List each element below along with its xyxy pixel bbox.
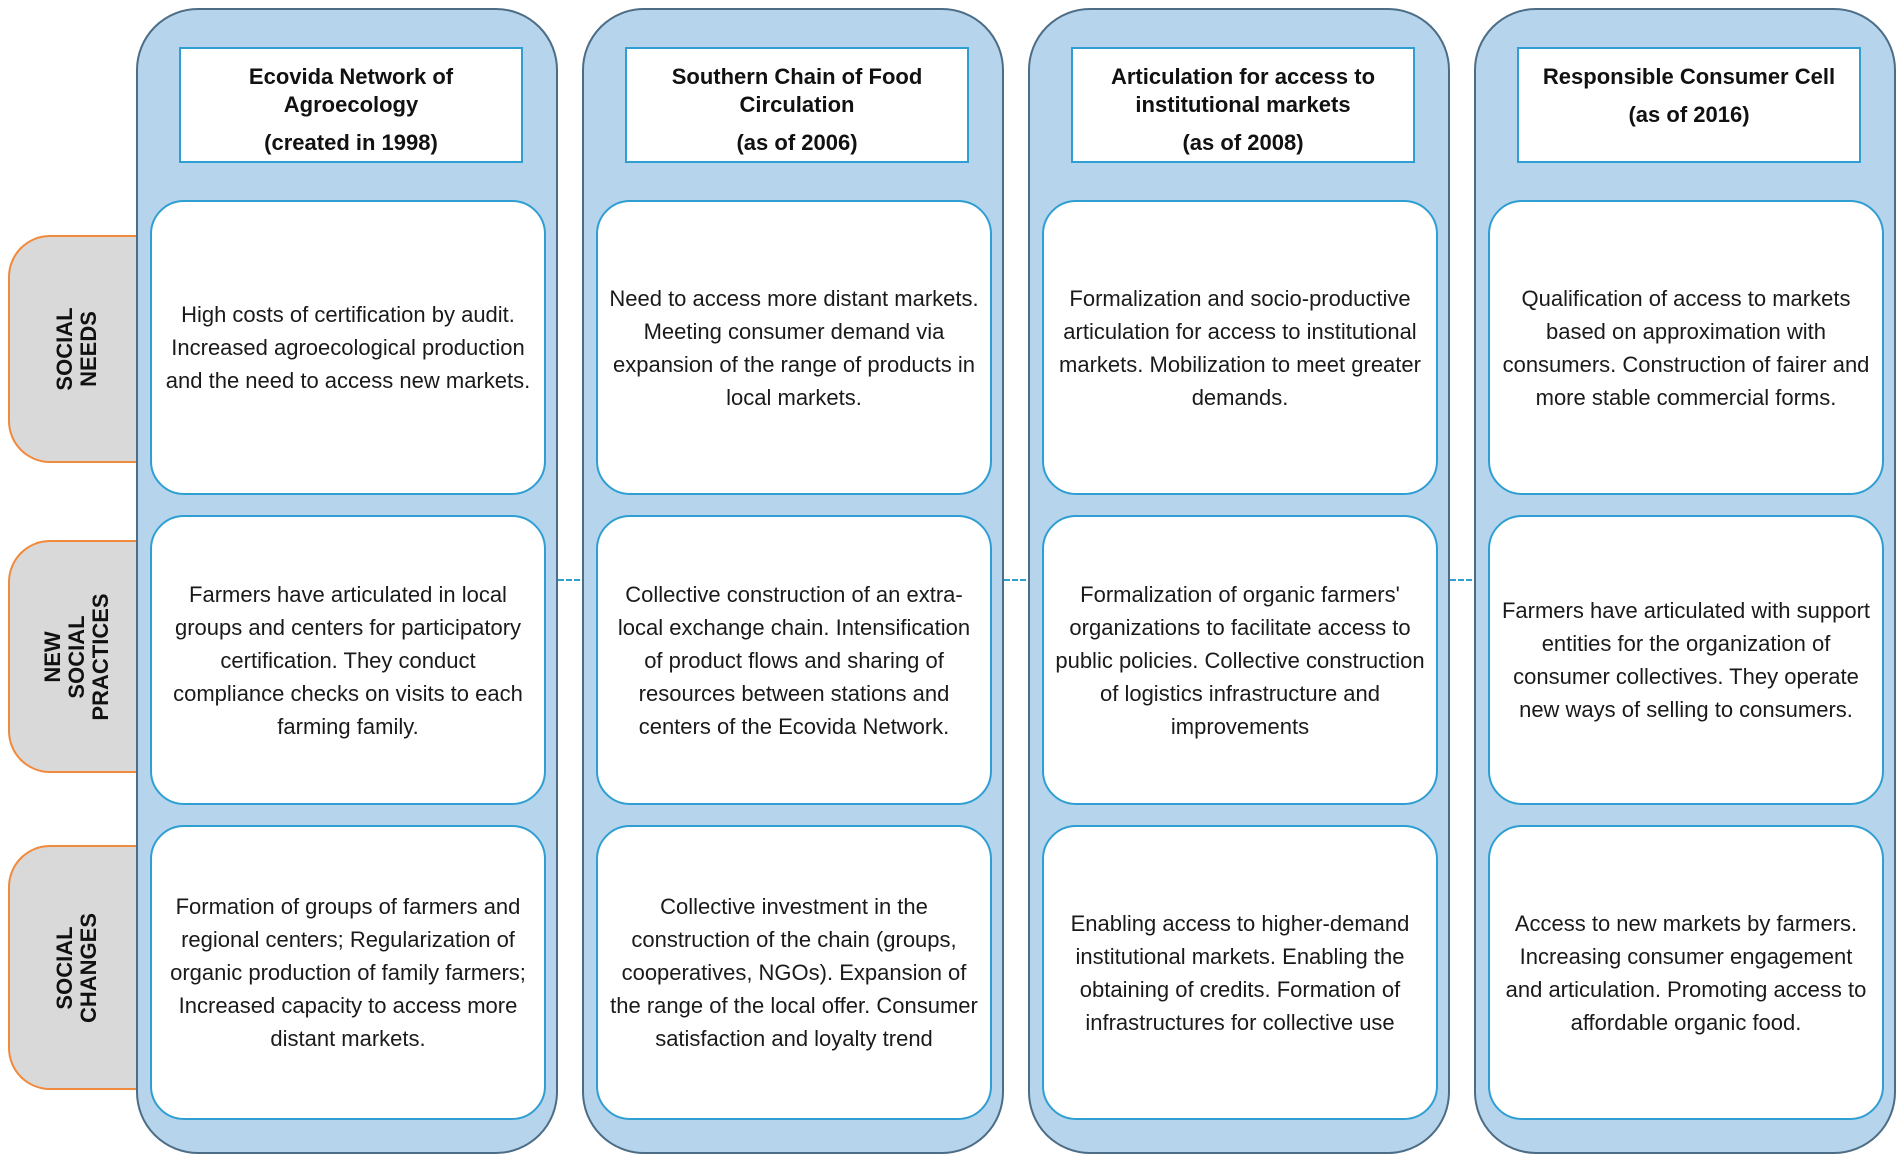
column-header: Articulation for access to institutional…: [1071, 47, 1415, 163]
column-title: Articulation for access to institutional…: [1110, 64, 1376, 117]
row-label-social-changes: SOCIAL CHANGES: [8, 845, 143, 1090]
cell-new-social-practices: Farmers have articulated in local groups…: [150, 515, 546, 805]
column-responsible-consumer-cell: Responsible Consumer Cell (as of 2016) Q…: [1474, 8, 1896, 1154]
column-title: Ecovida Network of Agroecology: [248, 64, 454, 117]
cell-social-changes: Access to new markets by farmers. Increa…: [1488, 825, 1884, 1120]
cell-social-needs: Need to access more distant markets. Mee…: [596, 200, 992, 495]
cell-social-needs: Formalization and socio-productive artic…: [1042, 200, 1438, 495]
row-label-text: SOCIAL CHANGES: [51, 912, 101, 1023]
column-connector: [1450, 579, 1480, 581]
column-institutional-markets: Articulation for access to institutional…: [1028, 8, 1450, 1154]
column-date: (as of 2008): [1182, 130, 1304, 155]
column-header: Southern Chain of Food Circulation (as o…: [625, 47, 969, 163]
row-label-text: SOCIAL NEEDS: [51, 307, 101, 391]
column-date: (created in 1998): [264, 130, 438, 155]
row-label-new-social-practices: NEW SOCIAL PRACTICES: [8, 540, 143, 773]
column-ecovida-network: Ecovida Network of Agroecology (created …: [136, 8, 558, 1154]
row-label-text: NEW SOCIAL PRACTICES: [39, 592, 113, 721]
cell-social-changes: Enabling access to higher-demand institu…: [1042, 825, 1438, 1120]
row-label-social-needs: SOCIAL NEEDS: [8, 235, 143, 463]
column-connector: [558, 579, 588, 581]
column-header: Responsible Consumer Cell (as of 2016): [1517, 47, 1861, 163]
cell-new-social-practices: Formalization of organic farmers' organi…: [1042, 515, 1438, 805]
cell-new-social-practices: Farmers have articulated with support en…: [1488, 515, 1884, 805]
cell-social-needs: Qualification of access to markets based…: [1488, 200, 1884, 495]
column-title: Southern Chain of Food Circulation: [671, 64, 923, 117]
cell-social-needs: High costs of certification by audit. In…: [150, 200, 546, 495]
column-date: (as of 2006): [736, 130, 858, 155]
cell-new-social-practices: Collective construction of an extra-loca…: [596, 515, 992, 805]
column-header: Ecovida Network of Agroecology (created …: [179, 47, 523, 163]
cell-social-changes: Formation of groups of farmers and regio…: [150, 825, 546, 1120]
column-connector: [1004, 579, 1034, 581]
column-title: Responsible Consumer Cell: [1542, 64, 1836, 89]
column-date: (as of 2016): [1628, 102, 1750, 127]
cell-social-changes: Collective investment in the constructio…: [596, 825, 992, 1120]
column-southern-chain: Southern Chain of Food Circulation (as o…: [582, 8, 1004, 1154]
